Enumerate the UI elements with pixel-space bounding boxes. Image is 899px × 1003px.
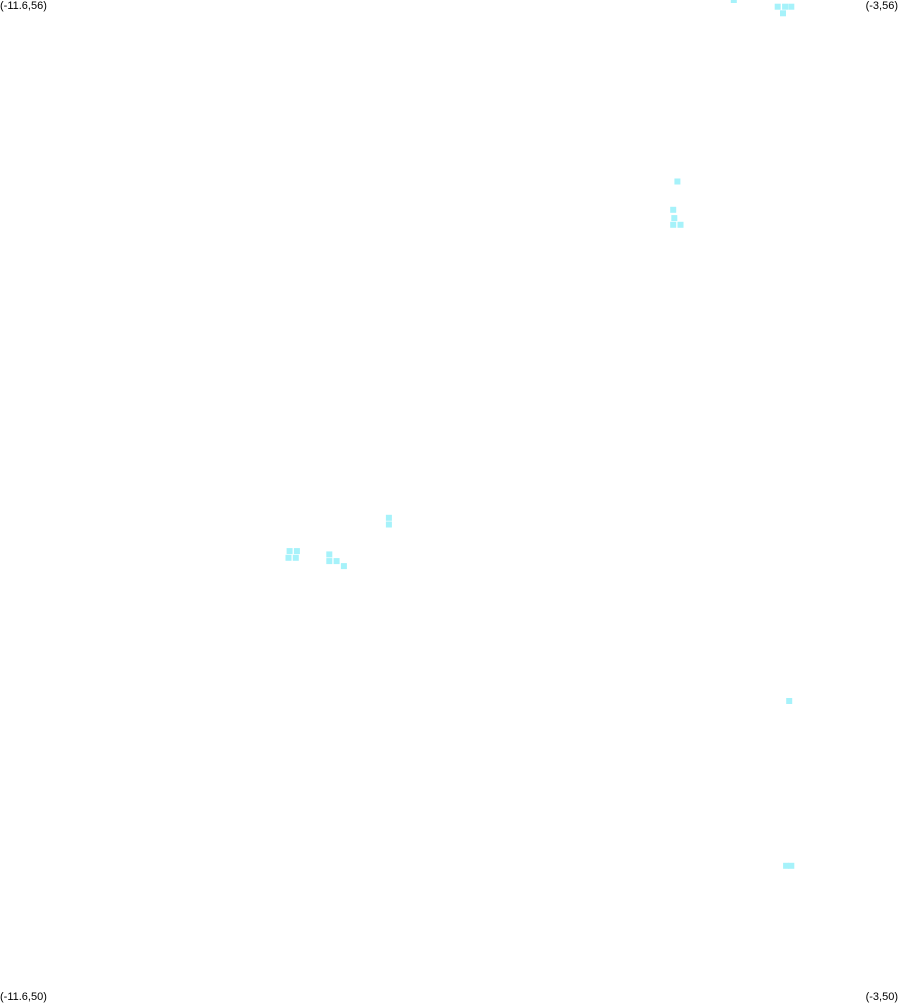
map-point-marker — [333, 558, 340, 565]
map-point-marker — [786, 698, 793, 704]
map-point-marker — [671, 215, 678, 222]
map-point-marker — [788, 3, 795, 10]
map-point-marker — [285, 554, 292, 561]
map-point-marker — [674, 178, 681, 185]
map-point-marker — [774, 3, 781, 10]
map-point-marker — [782, 3, 789, 10]
map-point-marker — [788, 862, 795, 869]
corner-label-top-left: (-11.6,56) — [0, 0, 47, 12]
map-point-marker — [326, 551, 333, 558]
map-point-marker — [670, 221, 677, 228]
map-point-marker — [286, 548, 293, 555]
map-point-marker — [677, 221, 684, 228]
map-point-marker — [292, 554, 299, 561]
map-point-marker — [783, 862, 790, 869]
map-point-marker — [293, 548, 300, 555]
corner-label-top-right: (-3,56) — [865, 0, 898, 12]
map-point-marker — [385, 521, 392, 528]
map-point-marker — [730, 0, 737, 3]
map-point-marker — [670, 206, 677, 213]
map-point-marker — [326, 558, 333, 565]
map-point-marker — [780, 10, 786, 17]
map-point-marker — [385, 514, 392, 521]
map-point-marker — [340, 563, 347, 570]
